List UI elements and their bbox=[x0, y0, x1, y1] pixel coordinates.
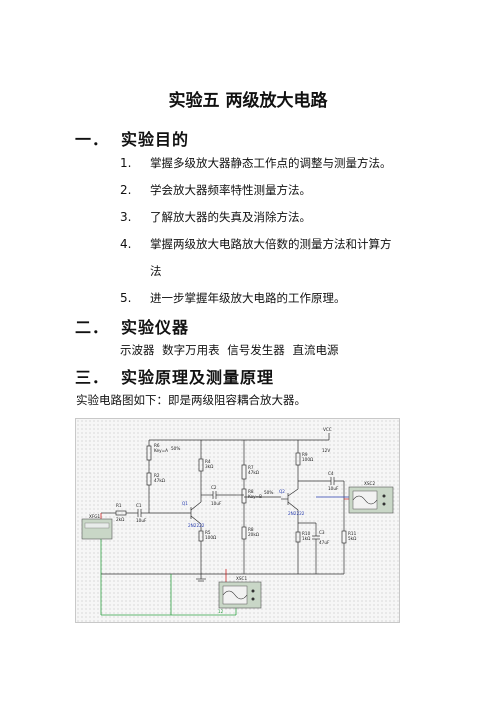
node-12-label: 12 bbox=[218, 609, 224, 614]
item-number: 5. bbox=[120, 291, 132, 305]
section-title: 实验目的 bbox=[121, 130, 190, 149]
q1-label: Q1 bbox=[182, 501, 188, 506]
q2-label: Q2 bbox=[279, 489, 285, 494]
r10-value: 1kΩ bbox=[302, 536, 311, 541]
page-title: 实验五 两级放大电路 bbox=[168, 91, 328, 111]
section-heading-instruments: 二． 实验仪器 bbox=[75, 314, 189, 338]
item-text: 掌握多级放大器静态工作点的调整与测量方法。 bbox=[150, 156, 392, 170]
objective-item-continuation: 法 bbox=[150, 264, 162, 278]
xfg-label: XFG1 bbox=[89, 514, 101, 519]
item-text: 进一步掌握年级放大电路的工作原理。 bbox=[150, 291, 346, 305]
section-heading-principle: 三． 实验原理及测量原理 bbox=[75, 364, 274, 388]
pct2-label: 50% bbox=[264, 490, 273, 495]
r11-value: 5kΩ bbox=[348, 536, 357, 541]
r6-label: R6 bbox=[154, 443, 160, 448]
c3-value: 47uF bbox=[319, 540, 330, 545]
objective-item: 2. 学会放大器频率特性测量方法。 bbox=[120, 182, 311, 198]
instrument-list: 示波器 数字万用表 信号发生器 直流电源 bbox=[120, 343, 339, 357]
r7-value: 47kΩ bbox=[248, 470, 260, 475]
section-number: 一． bbox=[75, 130, 110, 149]
item-number: 3. bbox=[120, 210, 132, 224]
c2-label: C2 bbox=[211, 485, 217, 490]
c4-value: 10uF bbox=[328, 486, 339, 491]
item-text: 了解放大器的失真及消除方法。 bbox=[150, 210, 311, 224]
objective-item: 3. 了解放大器的失真及消除方法。 bbox=[120, 209, 311, 225]
r5-value: 100Ω bbox=[205, 535, 217, 540]
pct1-label: 50% bbox=[171, 446, 180, 451]
circuit-diagram: XFG1 XSC1 XSC2 VCC 12V R6 Key=A 50% R2 4… bbox=[75, 418, 400, 623]
r2-value: 47kΩ bbox=[154, 478, 166, 483]
r8-label: R8 bbox=[248, 527, 254, 532]
section-title: 实验原理及测量原理 bbox=[121, 368, 275, 387]
c3-label: C3 bbox=[319, 530, 325, 535]
item-number: 2. bbox=[120, 183, 132, 197]
xsc2-label: XSC2 bbox=[364, 481, 375, 486]
item-number: 4. bbox=[120, 237, 132, 251]
r11-label: R11 bbox=[348, 531, 357, 536]
item-number: 1. bbox=[120, 156, 132, 170]
section-number: 二． bbox=[75, 318, 110, 337]
rk-value: Key=B bbox=[248, 494, 262, 499]
r9-value: 100Ω bbox=[302, 457, 314, 462]
objective-item: 5. 进一步掌握年级放大电路的工作原理。 bbox=[120, 290, 346, 306]
r9-label: R9 bbox=[302, 452, 308, 457]
q2-value: 2N2222 bbox=[288, 511, 305, 516]
c4-label: C4 bbox=[328, 471, 334, 476]
c1-label: C1 bbox=[136, 503, 142, 508]
rk-label: R8 bbox=[248, 489, 254, 494]
v12-label: 12V bbox=[322, 448, 330, 453]
intro-text: 实验电路图如下：即是两级阻容耦合放大器。 bbox=[76, 393, 306, 407]
vcc-label: VCC bbox=[323, 427, 332, 432]
r4-label: R4 bbox=[205, 459, 211, 464]
item-text: 掌握两级放大电路放大倍数的测量方法和计算方 bbox=[150, 237, 392, 251]
r7-label: R7 bbox=[248, 465, 254, 470]
objective-item: 4. 掌握两级放大电路放大倍数的测量方法和计算方 bbox=[120, 236, 392, 252]
r1-value: 2kΩ bbox=[116, 517, 125, 522]
r2-label: R2 bbox=[154, 473, 160, 478]
r1-label: R1 bbox=[116, 503, 122, 508]
item-text: 学会放大器频率特性测量方法。 bbox=[150, 183, 311, 197]
q1-value: 2N2222 bbox=[188, 523, 205, 528]
r8-value: 20kΩ bbox=[248, 532, 260, 537]
xsc1-label: XSC1 bbox=[236, 576, 247, 581]
c2-value: 10uF bbox=[211, 501, 222, 506]
r10-label: R10 bbox=[302, 531, 311, 536]
section-heading-objectives: 一． 实验目的 bbox=[75, 126, 189, 150]
circuit-schematic: XFG1 XSC1 XSC2 VCC 12V R6 Key=A 50% R2 4… bbox=[81, 427, 394, 616]
r6-value: Key=A bbox=[154, 448, 168, 453]
c1-value: 10uF bbox=[136, 518, 147, 523]
section-number: 三． bbox=[75, 368, 110, 387]
r4-value: 3kΩ bbox=[205, 464, 214, 469]
section-title: 实验仪器 bbox=[121, 318, 190, 337]
r5-label: R5 bbox=[205, 530, 211, 535]
objective-item: 1. 掌握多级放大器静态工作点的调整与测量方法。 bbox=[120, 155, 392, 171]
